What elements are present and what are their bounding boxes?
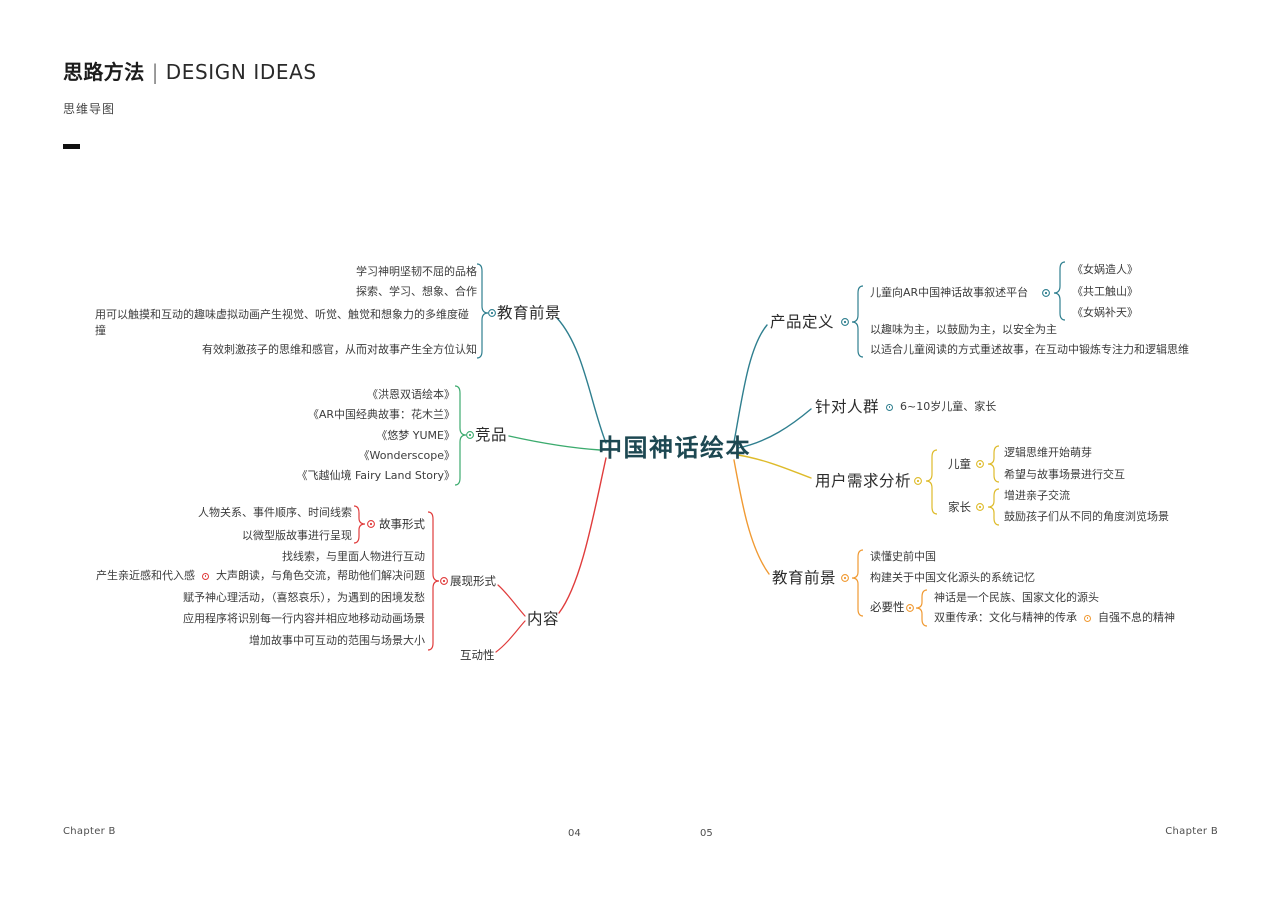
topic-display-form-item: 应用程序将识别每一行内容并相应地移动动画场景 bbox=[183, 612, 425, 625]
topic-inheritance-chain: 双重传承：文化与精神的传承 自强不息的精神 bbox=[934, 611, 1175, 625]
brace-platform-books bbox=[1053, 261, 1066, 321]
topic-parents-group-label: 家长 bbox=[948, 500, 971, 514]
topic-display-form-item: 找线索，与里面人物进行互动 bbox=[282, 550, 425, 563]
branch-product-definition-label: 产品定义 bbox=[770, 313, 835, 331]
brace-display-form bbox=[427, 511, 440, 651]
brace-necessity bbox=[915, 589, 928, 627]
marker-story-form bbox=[367, 520, 375, 528]
footer-page-number-left: 04 bbox=[568, 828, 581, 839]
topic-story-form-item: 人物关系、事件顺序、时间线索 bbox=[198, 506, 352, 519]
marker-children-group bbox=[976, 460, 984, 468]
brace-user-needs bbox=[925, 449, 938, 515]
topic-children-need: 逻辑思维开始萌芽 bbox=[1004, 446, 1092, 459]
branch-content-label: 内容 bbox=[527, 610, 560, 628]
topic-display-form-label: 展现形式 bbox=[450, 574, 496, 588]
topic-competitor: 《飞越仙境 Fairy Land Story》 bbox=[296, 469, 455, 482]
topic-read-aloud-child: 产生亲近感和代入感 bbox=[96, 569, 195, 582]
marker-display-form bbox=[440, 577, 448, 585]
footer-chapter-left: Chapter B bbox=[63, 826, 116, 837]
brace-story-form bbox=[353, 505, 366, 544]
topic-parents-need: 增进亲子交流 bbox=[1004, 489, 1070, 502]
edge-content-display-form bbox=[497, 584, 526, 617]
topic-story-form-item: 以微型版故事进行呈现 bbox=[242, 529, 352, 542]
topic-education-left-item: 用可以触摸和互动的趣味虚拟动画产生视觉、听觉、触觉和想象力的多维度碰撞 bbox=[95, 308, 469, 337]
topic-display-form-item: 赋予神心理活动，（喜怒哀乐），为遇到的困境发愁 bbox=[183, 591, 425, 604]
topic-necessity-label: 必要性 bbox=[870, 600, 905, 614]
topic-children-group-label: 儿童 bbox=[948, 457, 971, 471]
branch-target-audience: 针对人群 6~10岁儿童、家长 bbox=[815, 397, 996, 417]
page-title: 思路方法|DESIGN IDEAS bbox=[63, 56, 317, 85]
brace-education-left bbox=[476, 263, 489, 359]
marker-user-needs bbox=[914, 477, 922, 485]
topic-competitor: 《洪恩双语绘本》 bbox=[367, 388, 455, 401]
brace-product-definition bbox=[851, 285, 864, 358]
topic-children-need: 希望与故事场景进行交互 bbox=[1004, 468, 1125, 481]
topic-competitor: 《Wonderscope》 bbox=[358, 449, 455, 462]
title-en: DESIGN IDEAS bbox=[165, 60, 317, 84]
edge-root-education-right bbox=[733, 459, 770, 575]
topic-inheritance-child: 自强不息的精神 bbox=[1098, 611, 1175, 624]
topic-product-item: 以适合儿童阅读的方式重述故事，在互动中锻炼专注力和逻辑思维 bbox=[870, 343, 1189, 356]
title-zh: 思路方法 bbox=[63, 60, 145, 84]
topic-product-item: 儿童向AR中国神话故事叙述平台 bbox=[870, 286, 1029, 299]
page-header: 思路方法|DESIGN IDEAS 思维导图 bbox=[63, 56, 317, 149]
topic-target-audience-item: 6~10岁儿童、家长 bbox=[900, 400, 997, 413]
topic-story-form-label: 故事形式 bbox=[379, 517, 425, 531]
topic-competitor: 《悠梦 YUME》 bbox=[376, 429, 455, 442]
brace-parents-group bbox=[987, 488, 1000, 526]
marker-education-right bbox=[841, 574, 849, 582]
topic-book-title: 《共工触山》 bbox=[1072, 285, 1138, 298]
brace-children-group bbox=[987, 445, 1000, 483]
topic-necessity-item: 双重传承：文化与精神的传承 bbox=[934, 611, 1077, 624]
topic-competitor: 《AR中国经典故事：花木兰》 bbox=[307, 408, 455, 421]
footer-page-number-right: 05 bbox=[700, 828, 713, 839]
edge-content-interactivity bbox=[495, 620, 526, 653]
topic-education-left-item: 探索、学习、想象、合作 bbox=[356, 285, 477, 298]
root-topic: 中国神话绘本 bbox=[598, 434, 751, 462]
topic-necessity-item: 神话是一个民族、国家文化的源头 bbox=[934, 591, 1099, 604]
branch-user-needs-label: 用户需求分析 bbox=[815, 472, 912, 490]
topic-display-form-item: 大声朗读，与角色交流，帮助他们解决问题 bbox=[216, 569, 425, 582]
branch-education-left-label: 教育前景 bbox=[497, 304, 562, 322]
marker-platform-books bbox=[1042, 289, 1050, 297]
page-subtitle: 思维导图 bbox=[63, 102, 116, 116]
title-separator: | bbox=[151, 60, 159, 84]
topic-education-right-item: 构建关于中国文化源头的系统记忆 bbox=[870, 571, 1035, 584]
marker-product-definition bbox=[841, 318, 849, 326]
edge-root-content bbox=[558, 457, 607, 614]
footer-chapter-right: Chapter B bbox=[1165, 826, 1218, 837]
junction-circle-icon bbox=[886, 403, 894, 411]
topic-display-form-item: 增加故事中可互动的范围与场景大小 bbox=[249, 634, 425, 647]
topic-education-right-item: 读懂史前中国 bbox=[870, 550, 936, 563]
topic-interactivity-label: 互动性 bbox=[460, 648, 495, 662]
branch-competitors-label: 竞品 bbox=[475, 426, 508, 444]
junction-circle-icon bbox=[1084, 614, 1091, 622]
marker-education-left bbox=[488, 309, 496, 317]
edge-root-competitors bbox=[508, 435, 601, 451]
topic-book-title: 《女娲补天》 bbox=[1072, 306, 1138, 319]
brace-competitors bbox=[454, 385, 467, 486]
topic-education-left-item: 有效刺激孩子的思维和感官，从而对故事产生全方位认知 bbox=[202, 343, 477, 356]
edge-root-product-definition bbox=[733, 324, 768, 443]
topic-education-left-item: 学习神明坚韧不屈的品格 bbox=[356, 265, 477, 278]
brace-education-right bbox=[851, 549, 864, 617]
branch-target-audience-label: 针对人群 bbox=[815, 398, 880, 416]
marker-parents-group bbox=[976, 503, 984, 511]
section-dash bbox=[63, 144, 80, 149]
junction-circle-icon bbox=[202, 572, 209, 580]
topic-book-title: 《女娲造人》 bbox=[1072, 263, 1138, 276]
topic-parents-need: 鼓励孩子们从不同的角度浏览场景 bbox=[1004, 510, 1169, 523]
marker-competitors bbox=[466, 431, 474, 439]
topic-read-aloud-chain: 产生亲近感和代入感 大声朗读，与角色交流，帮助他们解决问题 bbox=[96, 569, 425, 583]
topic-product-item: 以趣味为主，以鼓励为主，以安全为主 bbox=[870, 323, 1057, 336]
edge-root-education-left bbox=[556, 317, 607, 444]
marker-necessity bbox=[906, 604, 914, 612]
branch-education-right-label: 教育前景 bbox=[772, 569, 837, 587]
